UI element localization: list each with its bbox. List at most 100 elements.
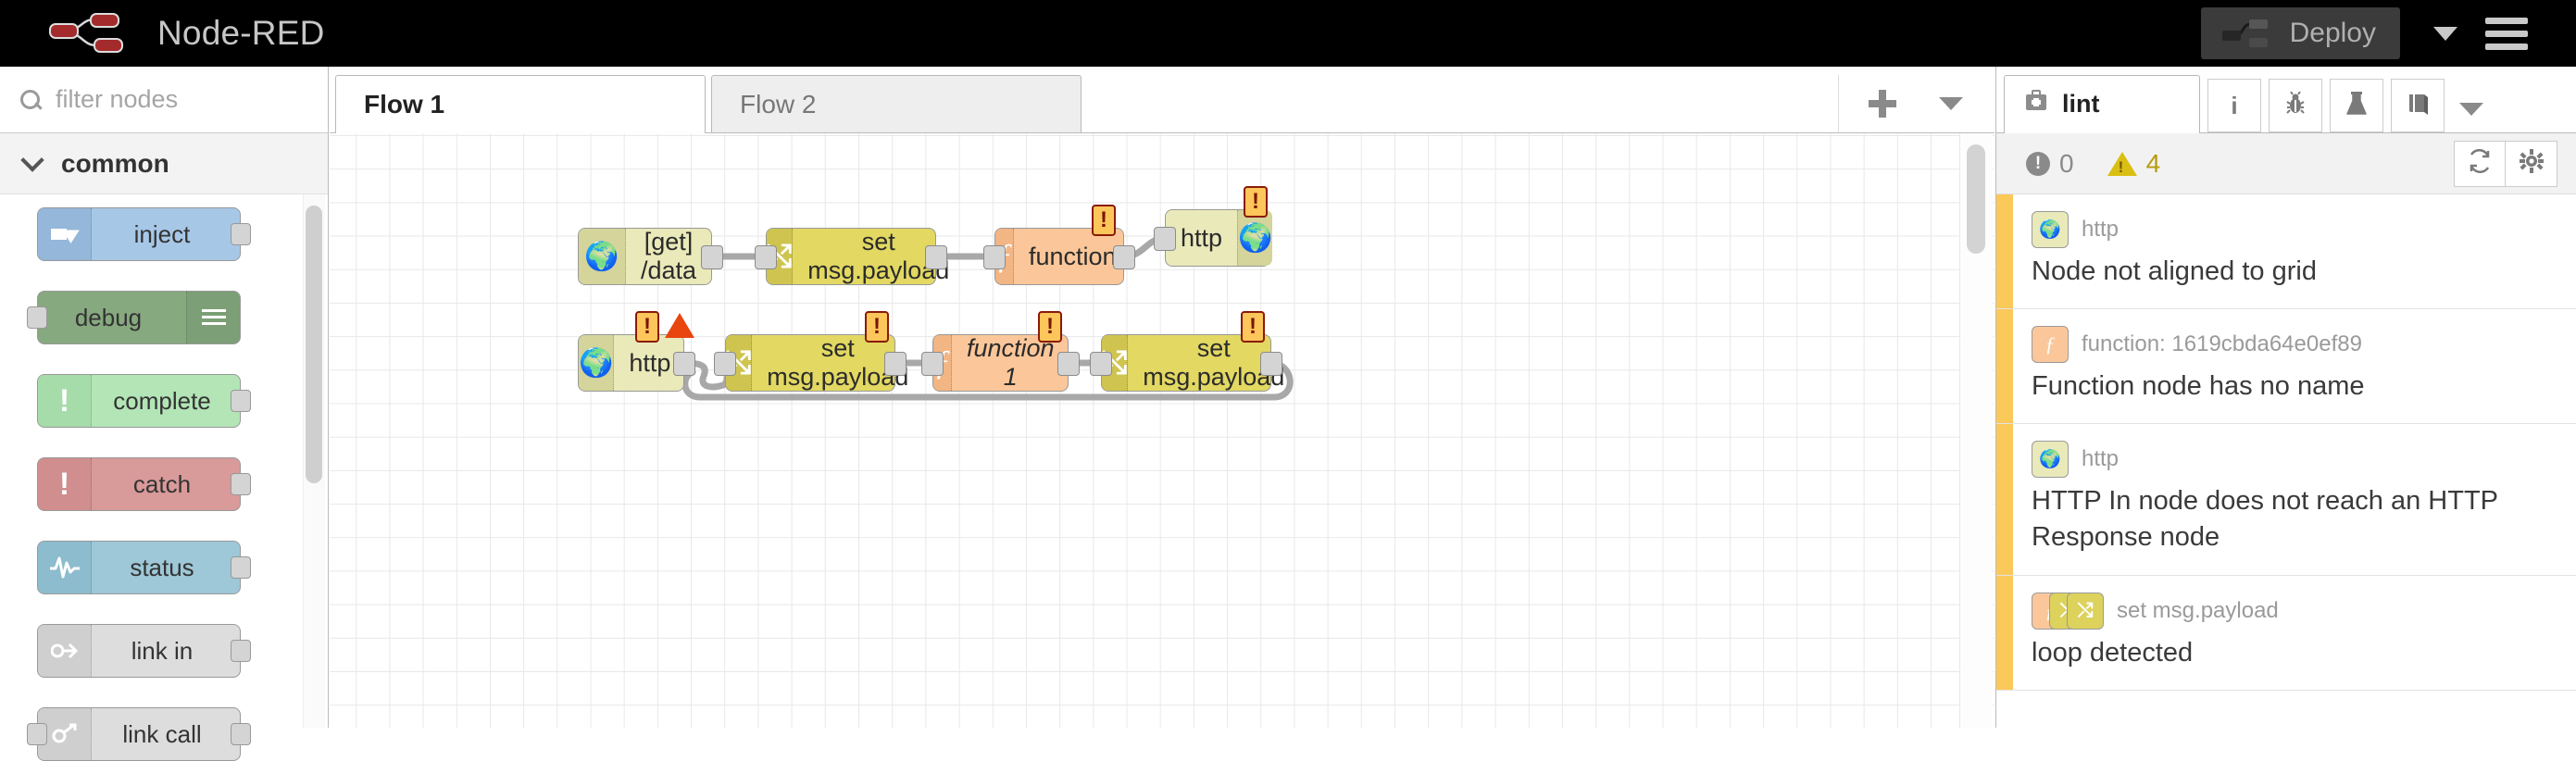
- tab-flow-2[interactable]: Flow 2: [711, 75, 1082, 132]
- output-port[interactable]: [1260, 352, 1282, 376]
- flow-node-change-set-msg-payload-1[interactable]: ⤭ set msg.payload: [755, 228, 949, 285]
- globe-icon: 🌍: [2032, 441, 2069, 479]
- error-count: 0: [2059, 148, 2074, 178]
- palette-node-link-call[interactable]: link call: [27, 707, 251, 761]
- config-icon-button[interactable]: [2330, 79, 2383, 132]
- sidebar-overflow-button[interactable]: [2459, 103, 2483, 132]
- error-badge-icon[interactable]: !: [635, 311, 659, 343]
- switch-icon: ⤭: [2067, 592, 2104, 630]
- input-port[interactable]: [714, 352, 736, 376]
- output-port[interactable]: [231, 390, 251, 412]
- lint-message: HTTP In node does not reach an HTTP Resp…: [2032, 486, 2498, 553]
- flow-node-label: function: [1029, 242, 1117, 270]
- chevron-down-icon: [1939, 97, 1963, 110]
- hamburger-menu-icon[interactable]: [2485, 11, 2528, 56]
- output-port[interactable]: [925, 245, 947, 269]
- palette-category-common[interactable]: common: [0, 133, 328, 194]
- info-icon: i: [2231, 91, 2238, 119]
- palette-node-label: status: [130, 553, 194, 581]
- error-badge-icon[interactable]: !: [1244, 186, 1268, 218]
- palette-node-list: inject debug ! complete !: [0, 194, 328, 761]
- input-port[interactable]: [921, 352, 944, 376]
- output-port[interactable]: [1113, 245, 1135, 269]
- canvas-scrollbar[interactable]: [1967, 144, 1985, 254]
- palette-node-label: complete: [113, 386, 211, 415]
- palette-scrollbar[interactable]: [306, 206, 322, 483]
- flow-node-label: http: [629, 348, 671, 377]
- tab-flow-1[interactable]: Flow 1: [335, 75, 706, 133]
- bug-icon: [2283, 90, 2307, 120]
- flow-menu-button[interactable]: [1917, 75, 1985, 132]
- input-port[interactable]: [1090, 352, 1112, 376]
- output-port[interactable]: [231, 473, 251, 495]
- output-port[interactable]: [701, 245, 723, 269]
- output-port[interactable]: [231, 640, 251, 662]
- flow-node-function[interactable]: ƒ function !: [983, 205, 1135, 285]
- add-flow-button[interactable]: [1848, 75, 1917, 132]
- flow-canvas[interactable]: 🌍 [get] /data ⤭ set msg.payload ƒ functi…: [330, 133, 1995, 728]
- refresh-button[interactable]: [2454, 140, 2506, 187]
- palette-category-label: common: [61, 148, 169, 178]
- flow-node-http-in-get-data[interactable]: 🌍 [get] /data: [578, 228, 723, 285]
- palette-node-catch[interactable]: ! catch: [37, 457, 251, 511]
- lint-node-type: set msg.payload: [2117, 597, 2279, 623]
- brand: Node-RED: [48, 12, 325, 55]
- node-chip-stack: ƒ ⤭ ⤭: [2032, 592, 2104, 630]
- lint-node-type: http: [2082, 217, 2120, 242]
- flow-wires: [681, 234, 1294, 401]
- warning-count: 4: [2145, 148, 2161, 178]
- output-port[interactable]: [673, 352, 695, 376]
- flow-node-change-set-msg-payload-2[interactable]: ⤭ set msg.payload !: [714, 311, 908, 392]
- palette-node-inject[interactable]: inject: [37, 207, 251, 261]
- flow-tabbar: Flow 1 Flow 2: [330, 67, 1995, 133]
- flow-node-http-in[interactable]: 🌍 http !: [578, 311, 695, 392]
- palette-node-complete[interactable]: ! complete: [37, 374, 251, 428]
- output-port[interactable]: [884, 352, 907, 376]
- debug-icon-button[interactable]: [2269, 79, 2322, 132]
- lint-toolbar-actions: [2454, 140, 2557, 187]
- lint-message: Node not aligned to grid: [2032, 256, 2317, 286]
- input-port[interactable]: [27, 723, 47, 745]
- palette-node-status[interactable]: status: [37, 541, 251, 594]
- output-port[interactable]: [231, 556, 251, 579]
- app-title: Node-RED: [157, 14, 325, 52]
- flow-node-http-response[interactable]: http 🌍 !: [1154, 186, 1273, 267]
- sidebar-tabbar: lint i: [1996, 67, 2576, 133]
- medkit-icon: [2023, 89, 2049, 119]
- help-icon-button[interactable]: [2391, 79, 2445, 132]
- warning-triangle-icon[interactable]: [665, 313, 694, 338]
- error-badge-icon[interactable]: !: [1038, 311, 1062, 343]
- error-badge-icon[interactable]: !: [865, 311, 889, 343]
- node-palette: common inject debug ! c: [0, 67, 329, 761]
- input-port[interactable]: [755, 245, 777, 269]
- deploy-button[interactable]: Deploy: [2200, 7, 2400, 59]
- triangle-warning-icon: [2107, 151, 2137, 177]
- node-red-logo: [48, 12, 141, 55]
- deploy-dropdown-chevron-down-icon[interactable]: [2433, 26, 2457, 41]
- lint-toolbar: ! 0 4: [1996, 133, 2576, 194]
- palette-node-debug[interactable]: debug: [27, 291, 241, 344]
- lint-item[interactable]: 🌍 http Node not aligned to grid: [1996, 194, 2576, 310]
- error-badge-icon[interactable]: !: [1092, 205, 1116, 236]
- palette-node-link-in[interactable]: link in: [37, 624, 251, 678]
- flow-node-change-set-msg-payload-3[interactable]: ⤭ set msg.payload !: [1090, 311, 1284, 392]
- circle-exclamation-icon: !: [2026, 151, 2050, 176]
- input-port[interactable]: [1154, 227, 1176, 251]
- sidebar-tab-lint[interactable]: lint: [2004, 75, 2200, 133]
- pulse-wave-icon: [38, 542, 92, 593]
- lint-item[interactable]: ƒ ⤭ ⤭ set msg.payload loop detected: [1996, 575, 2576, 691]
- output-port[interactable]: [231, 223, 251, 245]
- input-port[interactable]: [27, 306, 47, 329]
- palette-search-row: [0, 67, 328, 133]
- error-badge-icon[interactable]: !: [1241, 311, 1265, 343]
- flow-node-label: [get] /data: [640, 228, 697, 284]
- info-icon-button[interactable]: i: [2207, 79, 2261, 132]
- output-port[interactable]: [1057, 352, 1080, 376]
- flow-node-function-1[interactable]: ƒ function 1 !: [921, 311, 1080, 392]
- lint-item[interactable]: 🌍 http HTTP In node does not reach an HT…: [1996, 424, 2576, 576]
- lint-settings-button[interactable]: [2506, 140, 2557, 187]
- filter-nodes-input[interactable]: [56, 85, 296, 114]
- lint-item[interactable]: ƒ function: 1619cbda64e0ef89 Function no…: [1996, 309, 2576, 425]
- input-port[interactable]: [983, 245, 1006, 269]
- output-port[interactable]: [231, 723, 251, 745]
